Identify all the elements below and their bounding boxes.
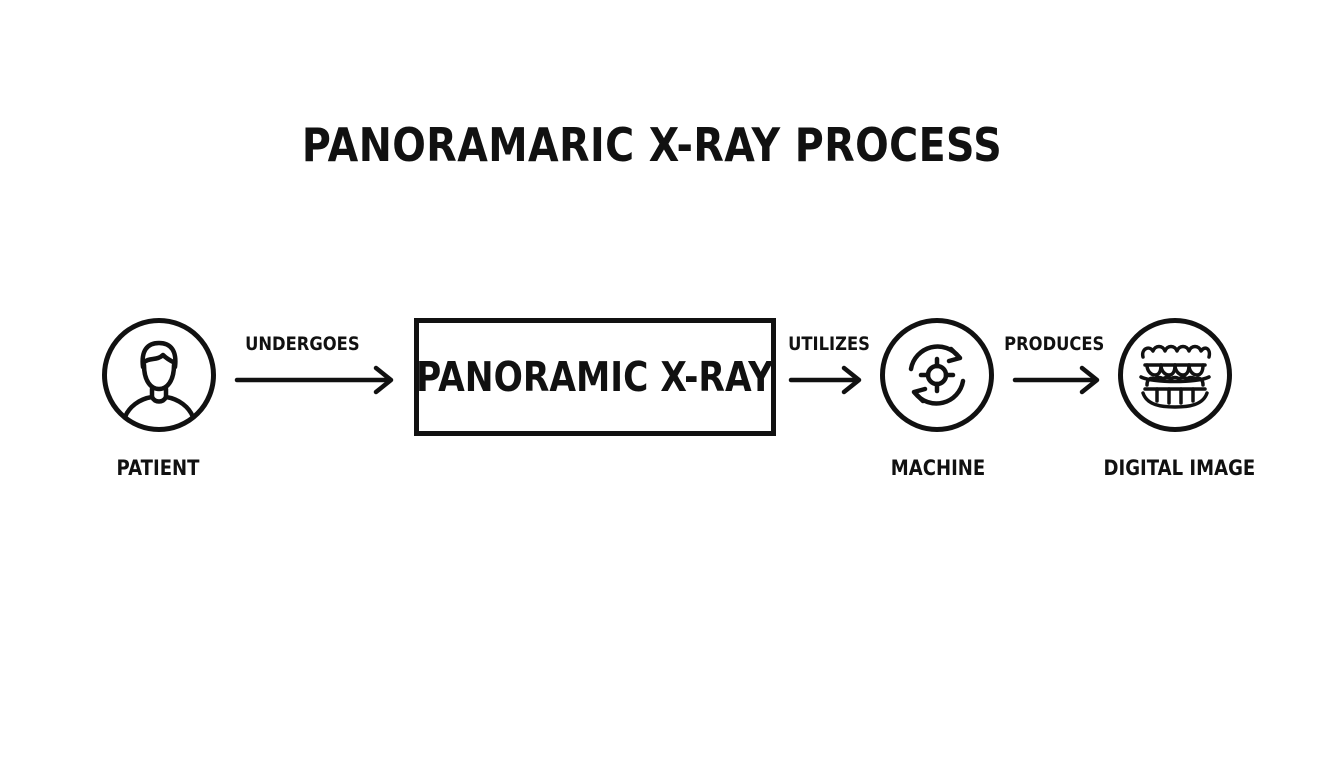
digital-image-label: DIGITAL IMAGE — [1103, 456, 1256, 480]
panoramic-xray-label: PANORAMIC X-RAY — [416, 353, 774, 401]
machine-label: MACHINE — [890, 456, 986, 480]
diagram-title: PANORAMARIC X-RAY PROCESS — [301, 118, 1003, 172]
patient-node — [102, 318, 216, 432]
digital-image-node — [1118, 318, 1232, 432]
person-icon — [122, 340, 196, 420]
utilizes-label: UTILIZES — [788, 333, 870, 355]
panoramic-xray-box: PANORAMIC X-RAY — [414, 318, 776, 436]
rotating-target-icon — [908, 344, 966, 406]
arrow-produces — [1012, 365, 1100, 395]
machine-node — [880, 318, 994, 432]
teeth-icon — [1139, 344, 1212, 409]
undergoes-label: UNDERGOES — [245, 333, 360, 355]
patient-label: PATIENT — [116, 456, 200, 480]
arrow-undergoes — [234, 365, 394, 395]
arrow-utilizes — [788, 365, 862, 395]
produces-label: PRODUCES — [1004, 333, 1105, 355]
